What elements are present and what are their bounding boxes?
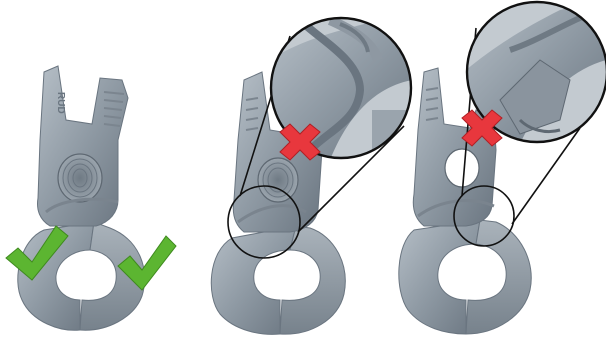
brand-mark: RUD (55, 92, 66, 114)
threaded-hole (58, 154, 102, 202)
threaded-hole (258, 158, 298, 202)
hook-correct: RUD (18, 66, 145, 330)
threaded-hole (445, 149, 479, 187)
